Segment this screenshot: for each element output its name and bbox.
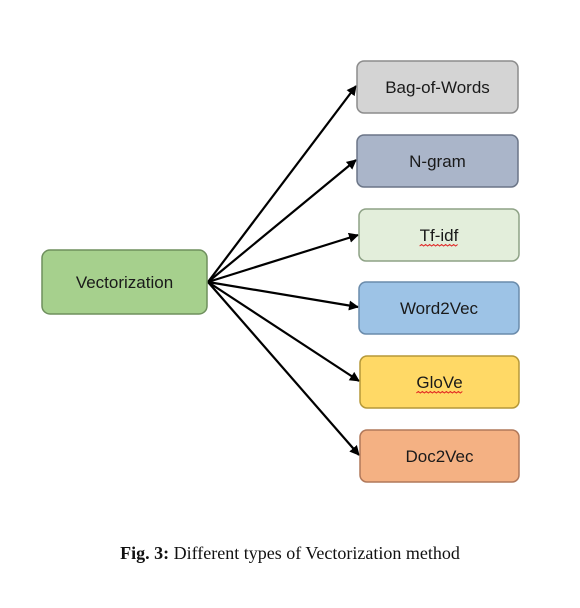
target-node-label: Doc2Vec <box>405 447 474 466</box>
target-node-label: Tf-idf <box>420 226 459 245</box>
arrow-to-bag-of-words <box>207 85 357 283</box>
target-node-tf-idf: Tf-idf <box>358 208 520 262</box>
source-node-vectorization: Vectorization <box>41 249 208 315</box>
target-node-label: Word2Vec <box>400 299 479 318</box>
target-node-bag-of-words: Bag-of-Words <box>356 60 519 114</box>
source-node-label: Vectorization <box>76 273 173 292</box>
target-node-n-gram: N-gram <box>356 134 519 188</box>
figure-caption: Fig. 3: Different types of Vectorization… <box>0 543 580 564</box>
arrow-to-tf-idf <box>207 232 359 284</box>
target-node-label: N-gram <box>409 152 466 171</box>
caption-text: Different types of Vectorization method <box>173 543 460 563</box>
arrow-to-word2vec <box>207 280 359 311</box>
target-node-label: Bag-of-Words <box>385 78 490 97</box>
target-node-word2vec: Word2Vec <box>358 281 520 335</box>
arrow-to-glove <box>207 281 360 382</box>
target-node-doc2vec: Doc2Vec <box>359 429 520 483</box>
spellcheck-underline <box>419 243 458 247</box>
arrow-to-doc2vec <box>207 281 360 456</box>
arrows <box>207 85 360 456</box>
spellcheck-underline <box>416 390 463 394</box>
caption-label: Fig. 3: <box>120 543 170 563</box>
arrow-to-n-gram <box>207 159 357 283</box>
vectorization-diagram: Vectorization Bag-of-Words N-gram Tf-idf… <box>41 60 520 483</box>
target-node-label: GloVe <box>416 373 462 392</box>
target-node-glove: GloVe <box>359 355 520 409</box>
